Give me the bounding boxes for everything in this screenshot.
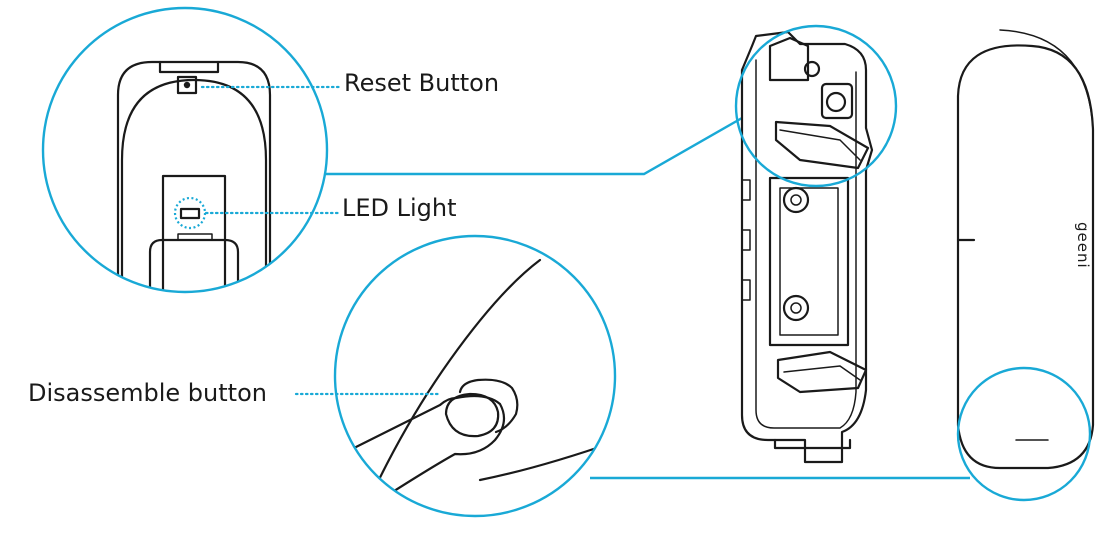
zoom-callout-top [41,6,329,294]
led-glow [173,196,207,230]
brand-logo-text: geeni [1074,222,1092,269]
zoom-ring-sensor-bottom [956,366,1092,502]
led-window [179,207,201,220]
reset-button-label: Reset Button [344,69,499,97]
zoom-ring-bracket [734,24,898,188]
callout-line-top [326,116,743,176]
sensor-body: geeni [956,29,1095,470]
disassemble-button-label: Disassemble button [28,379,267,407]
led-light-label: LED Light [342,194,457,222]
zoom-callout-bottom [333,234,617,518]
reset-button-dot [183,81,191,89]
mounting-bracket [740,30,874,464]
